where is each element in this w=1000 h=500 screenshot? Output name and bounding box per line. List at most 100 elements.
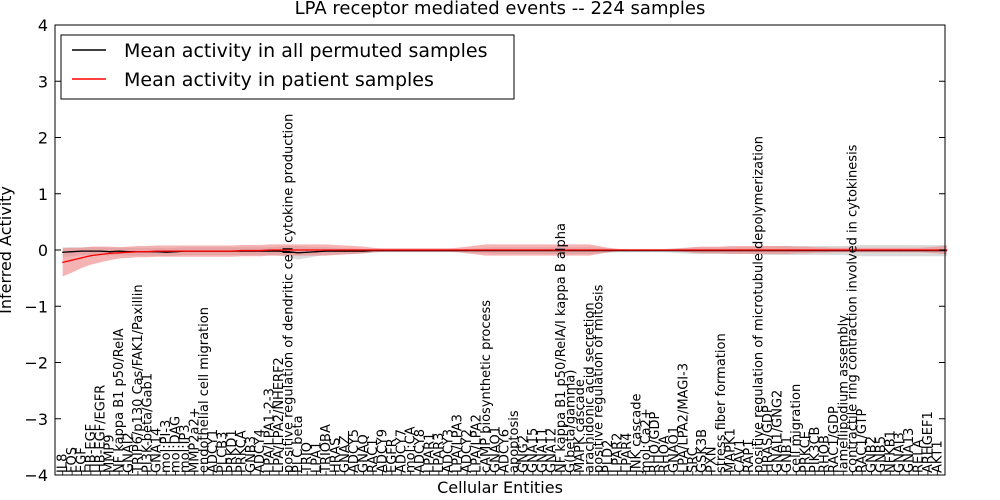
point-patient-4: [99, 253, 101, 256]
entity-label-63: RHO/GDP: [648, 411, 663, 473]
point-patient-45: [485, 249, 487, 251]
entity-label-16: ADCY1: [206, 429, 221, 473]
point-patient-32: [363, 249, 365, 251]
legend-label-permuted: Mean activity in all permuted samples: [124, 40, 487, 62]
point-patient-11: [165, 250, 167, 252]
point-patient-84: [852, 249, 854, 251]
entity-label-39: LPAR1: [422, 433, 437, 473]
point-permuted-6: [118, 250, 120, 252]
entity-label-29: HRAS: [328, 438, 343, 473]
y-tick-label-3: −1: [24, 297, 48, 316]
point-patient-63: [654, 249, 656, 251]
point-permuted-22: [269, 250, 271, 252]
entity-label-80: PIK3CB: [808, 427, 823, 473]
point-patient-17: [221, 250, 224, 252]
point-patient-50: [532, 249, 534, 251]
point-patient-42: [457, 249, 459, 251]
point-patient-10: [156, 250, 158, 252]
point-patient-52: [551, 249, 553, 251]
y-tick-label-6: 2: [38, 129, 48, 148]
entity-label-34: ADCY9: [375, 429, 390, 473]
point-patient-20: [250, 249, 252, 252]
entity-label-77: GNB1: [780, 436, 795, 473]
point-patient-88: [889, 249, 891, 251]
entity-label-76: GNAI1/GNG2: [770, 390, 785, 473]
point-permuted-2: [80, 250, 83, 252]
entity-label-43: ADCY2: [460, 429, 475, 473]
entity-label-55: MAPK cascade: [573, 379, 588, 473]
point-patient-37: [410, 249, 412, 251]
point-patient-68: [701, 249, 703, 251]
entity-label-70: stress fiber formation: [714, 333, 729, 473]
point-patient-71: [729, 249, 732, 251]
entity-label-4: HB-EGF/EGFR: [93, 385, 108, 473]
point-patient-7: [127, 251, 130, 253]
entity-label-61: JNK cascade: [629, 394, 644, 474]
entity-label-33: RAC1: [366, 438, 381, 473]
point-patient-85: [861, 249, 863, 251]
point-patient-69: [711, 249, 713, 251]
point-patient-6: [118, 252, 120, 254]
point-patient-33: [372, 249, 374, 251]
point-patient-44: [475, 249, 478, 251]
entity-label-1: FOS: [65, 447, 80, 473]
entity-label-92: ARHGEF1: [921, 411, 936, 473]
entity-label-6: NF kappa B1 p50/RelA: [112, 328, 127, 473]
entity-label-0: IL8: [56, 454, 71, 473]
y-tick-label-5: 1: [38, 185, 48, 204]
entity-label-10: GNA14: [150, 428, 165, 473]
entity-label-54: G(beta/gamma): [564, 370, 579, 473]
entity-label-88: NFKB1: [883, 430, 898, 473]
point-patient-86: [870, 249, 873, 251]
entity-label-90: GNA13: [902, 428, 917, 473]
point-patient-29: [334, 249, 337, 251]
entity-label-2: EGF: [75, 447, 90, 473]
point-patient-35: [391, 249, 393, 251]
entity-label-52: GNA12: [545, 428, 560, 473]
point-patient-49: [522, 249, 525, 251]
point-patient-31: [353, 249, 355, 251]
entity-label-37: mol:CA: [404, 426, 419, 473]
entity-label-89: GNAI3: [893, 432, 908, 473]
series-lines: [62, 249, 948, 264]
entity-label-41: ADCY3: [441, 429, 456, 473]
point-permuted-4: [99, 250, 101, 252]
point-patient-60: [626, 249, 628, 251]
point-patient-87: [880, 249, 882, 251]
point-patient-2: [80, 257, 83, 259]
y-tick-label-7: 3: [38, 72, 48, 91]
point-patient-57: [598, 249, 600, 251]
chart-title: LPA receptor mediated events -- 224 samp…: [295, 0, 706, 19]
entity-label-46: GNAO1: [488, 426, 503, 473]
entity-label-7: GNAI2: [122, 432, 137, 473]
entity-label-40: LPAR3: [432, 433, 447, 473]
point-permuted-29: [334, 250, 337, 252]
entity-label-35: EGFR: [385, 438, 400, 473]
point-patient-76: [776, 249, 779, 251]
entity-label-78: cell migration: [789, 384, 804, 473]
point-patient-27: [316, 249, 318, 251]
entity-label-53: NF kappa B1 p50/RelA/I kappa B alpha: [554, 223, 569, 473]
point-patient-53: [560, 249, 562, 251]
point-patient-39: [428, 249, 431, 251]
point-patient-1: [71, 259, 73, 261]
point-patient-70: [720, 249, 722, 251]
entity-label-58: PLD2: [601, 440, 616, 473]
point-patient-91: [917, 249, 920, 251]
entity-label-69: PXN: [705, 447, 720, 473]
y-tick-label-0: −4: [24, 466, 48, 485]
point-patient-8: [137, 251, 139, 253]
point-patient-25: [297, 249, 299, 251]
point-patient-89: [899, 249, 901, 251]
point-patient-64: [663, 249, 666, 251]
entity-label-17: PLCB3: [216, 432, 231, 473]
point-patient-19: [240, 249, 242, 252]
point-patient-55: [579, 249, 581, 251]
entity-label-48: apoptosis: [507, 410, 522, 473]
point-patient-56: [588, 249, 590, 251]
point-patient-93: [936, 249, 938, 251]
point-patient-41: [447, 249, 449, 251]
